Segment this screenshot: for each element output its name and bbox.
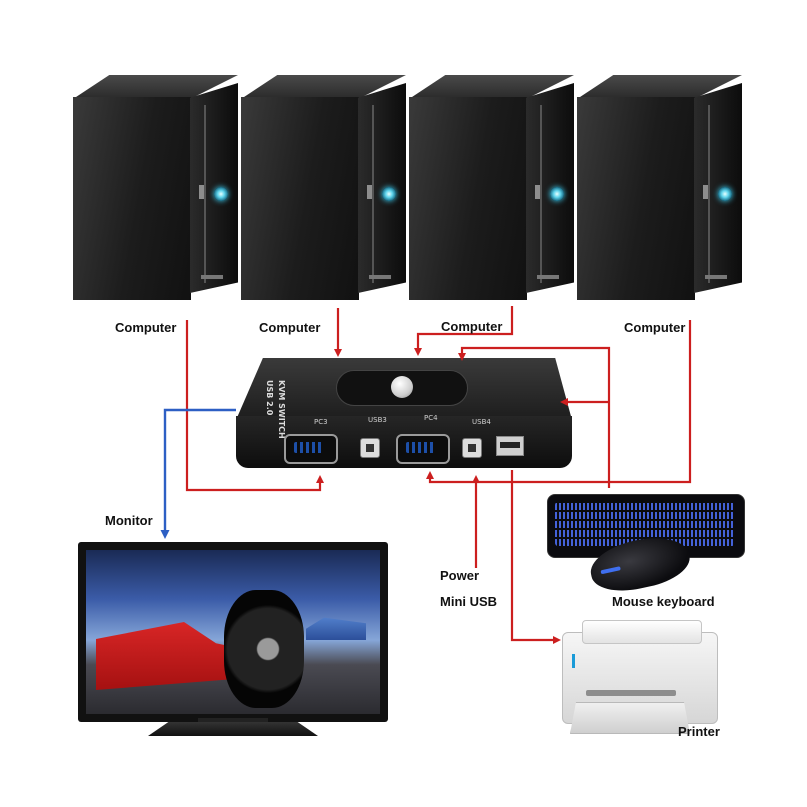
usb-b-port-3 [360, 438, 380, 458]
monitor-label: Monitor [105, 513, 153, 528]
port-select-button[interactable] [391, 376, 413, 398]
computer-label-4: Computer [624, 320, 686, 335]
vga-port-pc4 [396, 434, 450, 464]
wire-kvm-to-monitor [160, 408, 236, 539]
computer-label-2: Computer [259, 320, 321, 335]
kvm-switch: USB 2.0 KVM SWITCH PC3 USB3 PC4 USB4 [236, 358, 572, 468]
port-label-usb4: USB4 [472, 418, 491, 426]
port-label-pc3: PC3 [314, 418, 328, 426]
computer-label-1: Computer [115, 320, 177, 335]
kvm-brand-line2: KVM SWITCH [277, 380, 286, 439]
power-button-icon [382, 187, 396, 201]
mini-usb-label: Mini USB [440, 594, 498, 609]
power-button-icon [550, 187, 564, 201]
computer-tower-4 [577, 75, 742, 300]
port-label-usb3: USB3 [368, 416, 387, 424]
vga-port-pc3 [284, 434, 338, 464]
mouse-keyboard-label: Mouse keyboard [612, 594, 715, 609]
power-button-icon [214, 187, 228, 201]
computer-label-3: Computer [441, 319, 503, 334]
printer [562, 620, 718, 740]
usb-b-port-4 [462, 438, 482, 458]
usb-a-port [496, 436, 524, 456]
kvm-brand-line1: USB 2.0 [265, 380, 274, 416]
computer-tower-2 [241, 75, 406, 300]
computer-tower-3 [409, 75, 574, 300]
power-label: Power [440, 568, 480, 583]
port-label-pc4: PC4 [424, 414, 438, 422]
monitor [78, 542, 388, 747]
computer-tower-1 [73, 75, 238, 300]
printer-label: Printer [678, 724, 720, 739]
monitor-screen [86, 550, 380, 714]
power-button-icon [718, 187, 732, 201]
